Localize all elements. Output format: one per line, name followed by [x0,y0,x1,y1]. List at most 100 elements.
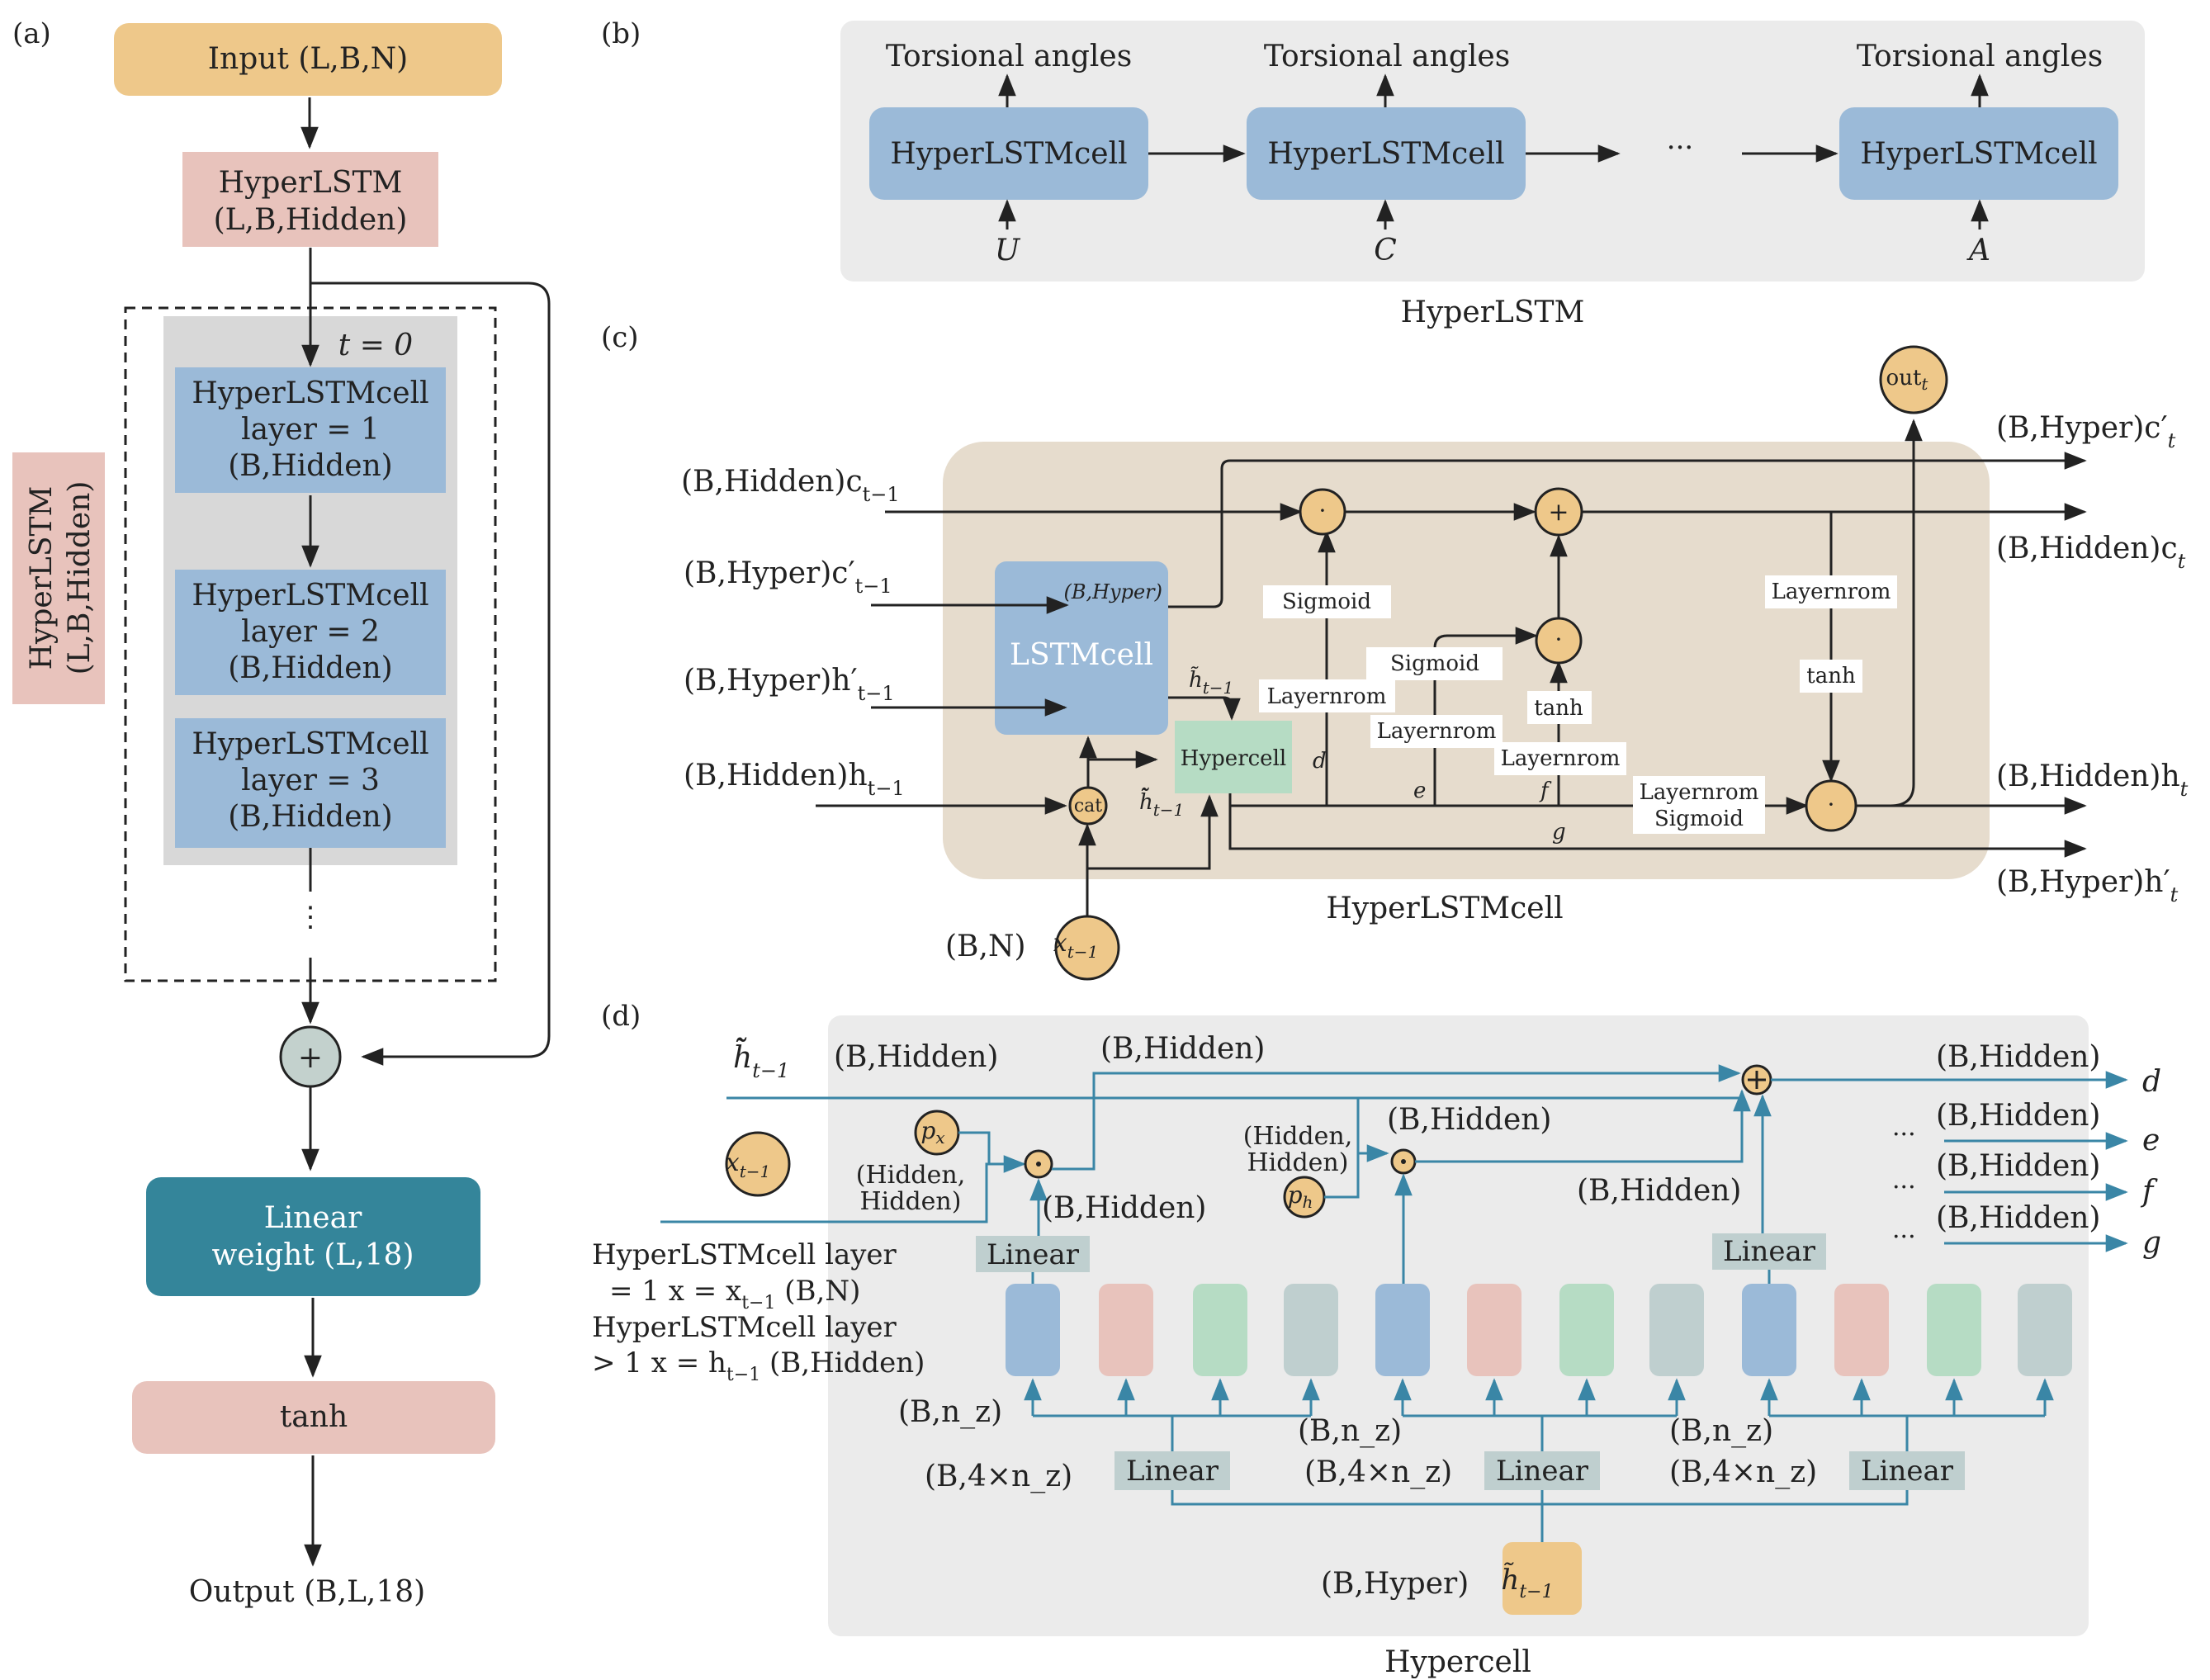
panel-a: (a) Input (L,B,N) HyperLSTM (L,B,Hidden)… [12,17,551,1609]
b4nz-2: (B,4×n_z) [1304,1455,1452,1489]
tanh-box [132,1381,495,1454]
out-e-ellipsis: ··· [1892,1120,1916,1149]
c-sigmoid-1: Sigmoid [1282,589,1371,614]
d-linear-bottom-2-label: Linear [1496,1455,1589,1488]
d-linear-top-1 [976,1236,1090,1272]
gate-box-9 [1742,1284,1796,1376]
gate-box-8 [1649,1284,1704,1376]
c-tanh-1: tanh [1534,696,1583,721]
layer1-line2: layer = 1 [241,413,380,447]
out-d-letter: d [2142,1065,2161,1099]
c-layernorm-1: Layernrom [1267,684,1387,709]
layer2-line3: (B,Hidden) [228,651,392,685]
bnz-2: (B,n_z) [1298,1414,1402,1448]
lstm-out-shape: (B,Hyper) [1063,580,1162,603]
d-linear-bottom-1 [1114,1451,1230,1490]
hh1-line2: Hidden) [860,1187,962,1216]
c-caption: HyperLSTMcell [1326,892,1563,925]
d-top-bh1: (B,Hidden) [834,1040,998,1074]
note-line1: HyperLSTMcell layer [592,1238,897,1271]
note-line2: = 1 x = xt−1 (B,N) [609,1275,860,1313]
panel-d: (d) h̃̃t−1 (B,Hidden) (B,Hidden) xt−1 px… [592,1000,2161,1679]
bhyper-label: (B,Hyper) [1321,1567,1469,1601]
letter-e: e [1413,778,1426,803]
in-cp-label: (B,Hyper)c′t−1 [684,556,892,598]
linear-line1: Linear [264,1201,362,1235]
out-f-ellipsis: ··· [1892,1173,1916,1202]
torsional-label-2: Torsional angles [1264,40,1510,73]
gate-boxes [1006,1284,2072,1376]
out-g-ellipsis: ··· [1892,1223,1916,1252]
b4nz-1: (B,4×n_z) [925,1460,1072,1493]
hyperlstm-label-line2: (L,B,Hidden) [214,203,408,237]
c-tanh-2: tanh [1806,664,1856,689]
gate-box-10 [1834,1284,1889,1376]
gate-box-4 [1284,1284,1338,1376]
gate-box-11 [1927,1284,1981,1376]
panel-b-label: (b) [601,17,641,50]
c-layernorm-5: Layernrom [1640,780,1759,805]
hypercell-box [1175,721,1292,793]
out-g-letter: g [2142,1226,2161,1260]
note-line4: > 1 x = ht−1 (B,Hidden) [592,1346,925,1385]
b-input-u: U [995,234,1021,267]
input-mul-symbol: · [1555,626,1563,653]
b-cell-2-label: HyperLSTMcell [1267,137,1504,171]
output-label: Output (B,L,18) [189,1575,425,1609]
d-linear-bottom-3-label: Linear [1861,1455,1954,1488]
out-node-label: outt [1886,366,1929,394]
hypercell-label: Hypercell [1181,746,1286,771]
d-bh-mid1: (B,Hidden) [1042,1191,1206,1225]
d-x-node [725,1131,791,1197]
b-cell-3 [1839,107,2118,200]
out-f-letter: f [2140,1175,2158,1209]
b4nz-3: (B,4×n_z) [1669,1455,1817,1489]
d-mul-x-dot [1036,1162,1041,1167]
b-input-c: C [1374,234,1397,267]
gate-box-3 [1193,1284,1247,1376]
hh2-line2: Hidden) [1247,1148,1349,1177]
forget-mul-symbol: · [1319,497,1327,524]
tanh-label: tanh [280,1400,348,1434]
layer1-line3: (B,Hidden) [228,449,392,483]
time-label: t = 0 [338,329,413,362]
out-c-label: (B,Hidden)ct [1996,532,2186,573]
gate-box-2 [1099,1284,1153,1376]
linear-box [146,1177,480,1296]
out-d-shape: (B,Hidden) [1936,1040,2100,1074]
layer-cell-3 [175,718,446,848]
gate-box-7 [1559,1284,1614,1376]
out-node [1879,345,1948,414]
d-linear-top-1-label: Linear [987,1238,1080,1271]
bnz-1: (B,n_z) [898,1395,1002,1429]
d-mul-h-dot [1401,1159,1406,1164]
in-h-label: (B,Hidden)ht−1 [684,759,905,800]
output-mul-symbol: · [1828,791,1835,818]
in-c-label: (B,Hidden)ct−1 [681,465,900,506]
d-caption: Hypercell [1384,1645,1531,1679]
out-e-letter: e [2142,1124,2160,1157]
hyperlstm-label-line1: HyperLSTM [219,166,403,200]
d-linear-bottom-3 [1849,1451,1965,1490]
b-caption: HyperLSTM [1401,296,1585,329]
gate-box-1 [1006,1284,1060,1376]
in-x-label: (B,N) [945,930,1026,963]
layer2-line1: HyperLSTMcell [192,579,428,613]
d-bh-mid3: (B,Hidden) [1577,1174,1741,1208]
b-cell-3-label: HyperLSTMcell [1860,137,2097,171]
gate-box-5 [1375,1284,1430,1376]
htilde-label: h̃t−1 [1189,666,1233,698]
c-layernorm-4: Layernrom [1772,580,1891,604]
input-label: Input (L,B,N) [208,42,408,76]
torsional-label-1: Torsional angles [886,40,1132,73]
layer-cell-1 [175,367,446,493]
ph-label: ph [1288,1181,1313,1212]
c-sigmoid-3: Sigmoid [1654,807,1744,831]
cat-label: cat [1074,796,1102,816]
vertical-ellipsis: ⋮ [296,901,324,934]
lstmcell-label: LSTMcell [1010,638,1153,672]
d-hdtilde-label: h̃̃t−1 [733,1038,789,1082]
layer-cell-2 [175,570,446,695]
b-ellipsis: ··· [1667,131,1693,164]
hyperlstm-box [182,152,438,247]
